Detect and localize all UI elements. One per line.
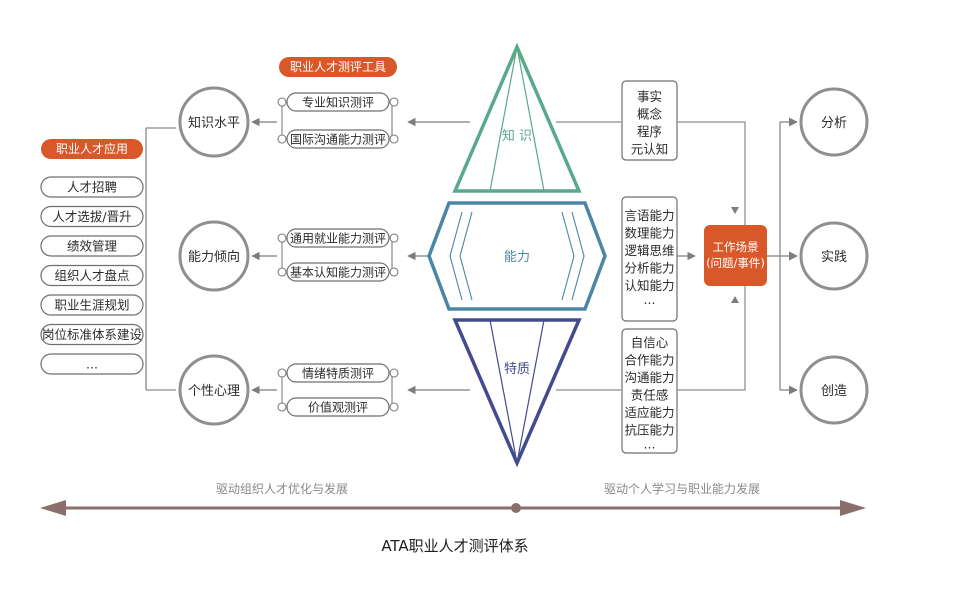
right-list-item: 元认知	[631, 142, 669, 157]
left-circle	[178, 86, 250, 158]
application-item-label: 绩效管理	[67, 239, 118, 254]
application-item	[40, 176, 144, 198]
connector-dot	[389, 97, 399, 107]
right-list-box-knowledge	[621, 80, 678, 161]
connector-dot	[389, 368, 399, 378]
arrow-down-icon	[731, 207, 739, 214]
application-item	[40, 353, 144, 375]
right-circle-label: 创造	[821, 384, 847, 399]
right-list-item: 合作能力	[624, 353, 674, 368]
connector-dot	[277, 267, 287, 277]
left-circle-label: 个性心理	[188, 384, 240, 399]
application-item-label: 职业生涯规划	[54, 298, 129, 313]
tool-pill	[286, 262, 390, 282]
connector-dot	[277, 233, 287, 243]
left-circle	[178, 220, 250, 292]
work-scene-box	[704, 225, 767, 286]
connector-dot	[277, 97, 287, 107]
application-item-label: 组织人才盘点	[54, 268, 129, 283]
right-circle-label: 实践	[821, 250, 847, 265]
tool-pill-label: 情绪特质测评	[302, 366, 374, 381]
tool-pill	[286, 363, 390, 383]
right-circle	[799, 221, 869, 291]
arrow-up-icon	[731, 296, 739, 303]
tool-bracket	[281, 102, 393, 139]
bottom-axis	[40, 500, 866, 516]
application-item	[40, 323, 144, 346]
application-item	[40, 294, 144, 316]
left-badge-label: 职业人才应用	[56, 141, 128, 156]
tool-bracket	[281, 373, 393, 407]
tool-bracket	[281, 238, 393, 272]
right-list-item: 抗压能力	[624, 423, 674, 438]
tool-pill-label: 价值观测评	[308, 400, 368, 415]
tools-badge	[279, 57, 397, 77]
shape-to-tool-arrows	[407, 117, 470, 395]
connector-dot	[389, 233, 399, 243]
application-item	[40, 235, 144, 257]
connector-dot	[389, 402, 399, 412]
work-scene-title: 工作场景	[713, 240, 759, 254]
right-list-item: 程序	[637, 124, 662, 139]
connector-dot	[277, 368, 287, 378]
connector-dot	[277, 402, 287, 412]
application-item-label: 岗位标准体系建设	[42, 327, 143, 342]
tools-badge-label: 职业人才测评工具	[290, 60, 386, 74]
left-circle	[178, 354, 250, 426]
trait-triangle: 特质	[452, 318, 582, 468]
connector-dot	[277, 134, 287, 144]
right-list-item: 适应能力	[624, 405, 674, 420]
right-list-item: ···	[644, 440, 656, 455]
knowledge-label: 知 识	[502, 128, 532, 144]
right-list-item: 概念	[637, 107, 663, 122]
caption-right: 驱动个人学习与职业能力发展	[604, 481, 760, 496]
tool-pill	[286, 129, 390, 149]
tool-to-circle-arrows	[251, 117, 277, 395]
trait-label: 特质	[504, 362, 530, 377]
connector-dot	[389, 267, 399, 277]
application-item-label: ...	[86, 357, 98, 372]
axis-center-dot	[511, 503, 521, 513]
application-item-label: 人才招聘	[67, 180, 117, 195]
tool-pill	[286, 397, 390, 417]
knowledge-triangle: 知 识	[452, 42, 582, 193]
ability-hexagon: 能力	[427, 201, 607, 311]
tool-pill	[286, 228, 390, 248]
left-circle-label: 能力倾向	[188, 249, 240, 265]
left-bracket	[145, 127, 176, 391]
right-circle	[799, 355, 869, 425]
tool-pill-label: 专业知识测评	[302, 95, 374, 110]
right-circle-label: 分析	[821, 116, 847, 131]
right-list-item: 沟通能力	[624, 370, 674, 385]
application-item	[40, 264, 144, 287]
ability-label: 能力	[504, 250, 530, 265]
right-list-item: 逻辑思维	[624, 243, 674, 258]
left-badge	[41, 139, 143, 159]
right-list-item: 数理能力	[624, 226, 674, 241]
right-list-item: 认知能力	[624, 278, 674, 293]
tool-pill-label: 国际沟通能力测评	[290, 133, 386, 147]
tool-pill-label: 基本认知能力测评	[290, 266, 386, 280]
right-list-item: 事实	[637, 89, 662, 104]
work-scene-subtitle: (问题/事件)	[706, 256, 765, 270]
right-list-item: 责任感	[631, 388, 669, 403]
left-circle-label: 知识水平	[188, 115, 240, 131]
diagram-title: ATA职业人才测评体系	[381, 537, 528, 555]
right-list-item: 分析能力	[624, 261, 674, 276]
left-applications: 职业人才应用 人才招聘人才选拔/晋升绩效管理组织人才盘点职业生涯规划岗位标准体系…	[40, 127, 176, 391]
right-list-item: 自信心	[631, 335, 669, 350]
tool-pill-label: 通用就业能力测评	[290, 232, 386, 246]
connector-dot	[389, 134, 399, 144]
right-list-box-ability	[621, 196, 678, 322]
right-bracket	[767, 117, 798, 395]
right-circle	[799, 87, 869, 157]
caption-left: 驱动组织人才优化与发展	[216, 481, 348, 496]
right-list-item: ···	[644, 296, 656, 311]
tool-pill	[286, 92, 390, 112]
right-list-box-trait	[621, 328, 678, 454]
application-item-label: 人才选拔/晋升	[52, 209, 131, 224]
right-list-item: 言语能力	[624, 208, 674, 223]
application-item	[40, 205, 144, 228]
